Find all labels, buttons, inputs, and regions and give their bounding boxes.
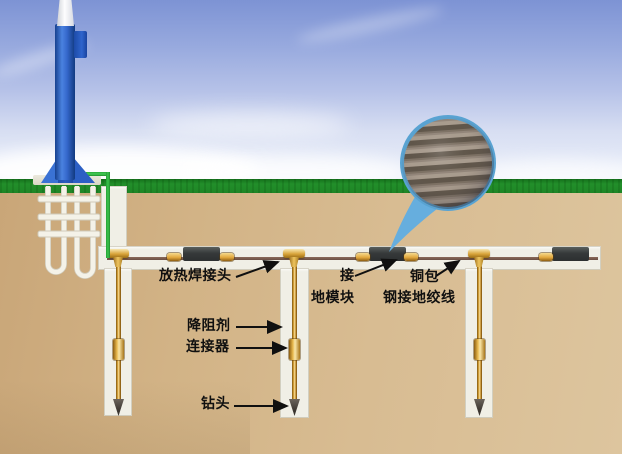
down-lead-horizontal bbox=[86, 172, 110, 176]
down-lead-vertical bbox=[106, 172, 110, 258]
horizontal-ground-conductor bbox=[107, 257, 598, 260]
mast-bracket-box bbox=[74, 31, 87, 58]
ferrule-3 bbox=[356, 253, 370, 261]
label-weld-joint: 放热焊接头 bbox=[159, 268, 232, 284]
ground-module-1 bbox=[183, 247, 220, 261]
weld-joint-cap-2 bbox=[283, 249, 305, 258]
weld-joint-neck-1 bbox=[112, 257, 124, 267]
ground-module-2 bbox=[369, 247, 406, 261]
ground-module-3 bbox=[552, 247, 589, 261]
ground-rod-2 bbox=[292, 266, 297, 400]
down-lead-trench bbox=[101, 186, 127, 248]
arrow-weld-joint bbox=[235, 260, 280, 278]
magnifier-tail bbox=[389, 195, 437, 252]
ferrule-5 bbox=[539, 253, 553, 261]
rod-coupler-3 bbox=[474, 339, 485, 360]
label-copper-clad-line1: 铜包 bbox=[410, 269, 439, 285]
drill-tip-3 bbox=[474, 399, 485, 416]
label-copper-clad-line2: 钢接地绞线 bbox=[383, 290, 456, 306]
label-ground-module-line1: 接 bbox=[340, 268, 355, 284]
label-connector: 连接器 bbox=[186, 339, 230, 355]
label-ground-module-line2: 地模块 bbox=[311, 290, 355, 306]
drill-tip-1 bbox=[113, 399, 124, 416]
mast-body bbox=[55, 24, 75, 180]
ferrule-4 bbox=[404, 253, 418, 261]
weld-joint-neck-3 bbox=[473, 257, 485, 267]
anchor-bolt-cage bbox=[37, 186, 101, 279]
arrow-copper-clad-wire bbox=[435, 259, 461, 277]
ferrule-2 bbox=[220, 253, 234, 261]
label-resistance-reducer: 降阻剂 bbox=[187, 318, 231, 334]
ground-rod-1 bbox=[116, 266, 121, 400]
arrow-ground-module bbox=[354, 258, 398, 277]
weld-joint-cap-3 bbox=[468, 249, 490, 258]
weld-joint-cap-1 bbox=[107, 249, 129, 258]
magnifier-lens-shading bbox=[402, 117, 494, 209]
rod-coupler-2 bbox=[289, 339, 300, 360]
ferrule-1 bbox=[167, 253, 181, 261]
label-drill-bit: 钻头 bbox=[201, 396, 230, 412]
ground-rod-3 bbox=[477, 266, 482, 400]
cloud-mid bbox=[150, 112, 350, 138]
weld-joint-neck-2 bbox=[288, 257, 300, 267]
mast-tip bbox=[57, 0, 74, 26]
rod-coupler-1 bbox=[113, 339, 124, 360]
drill-tip-2 bbox=[289, 399, 300, 416]
